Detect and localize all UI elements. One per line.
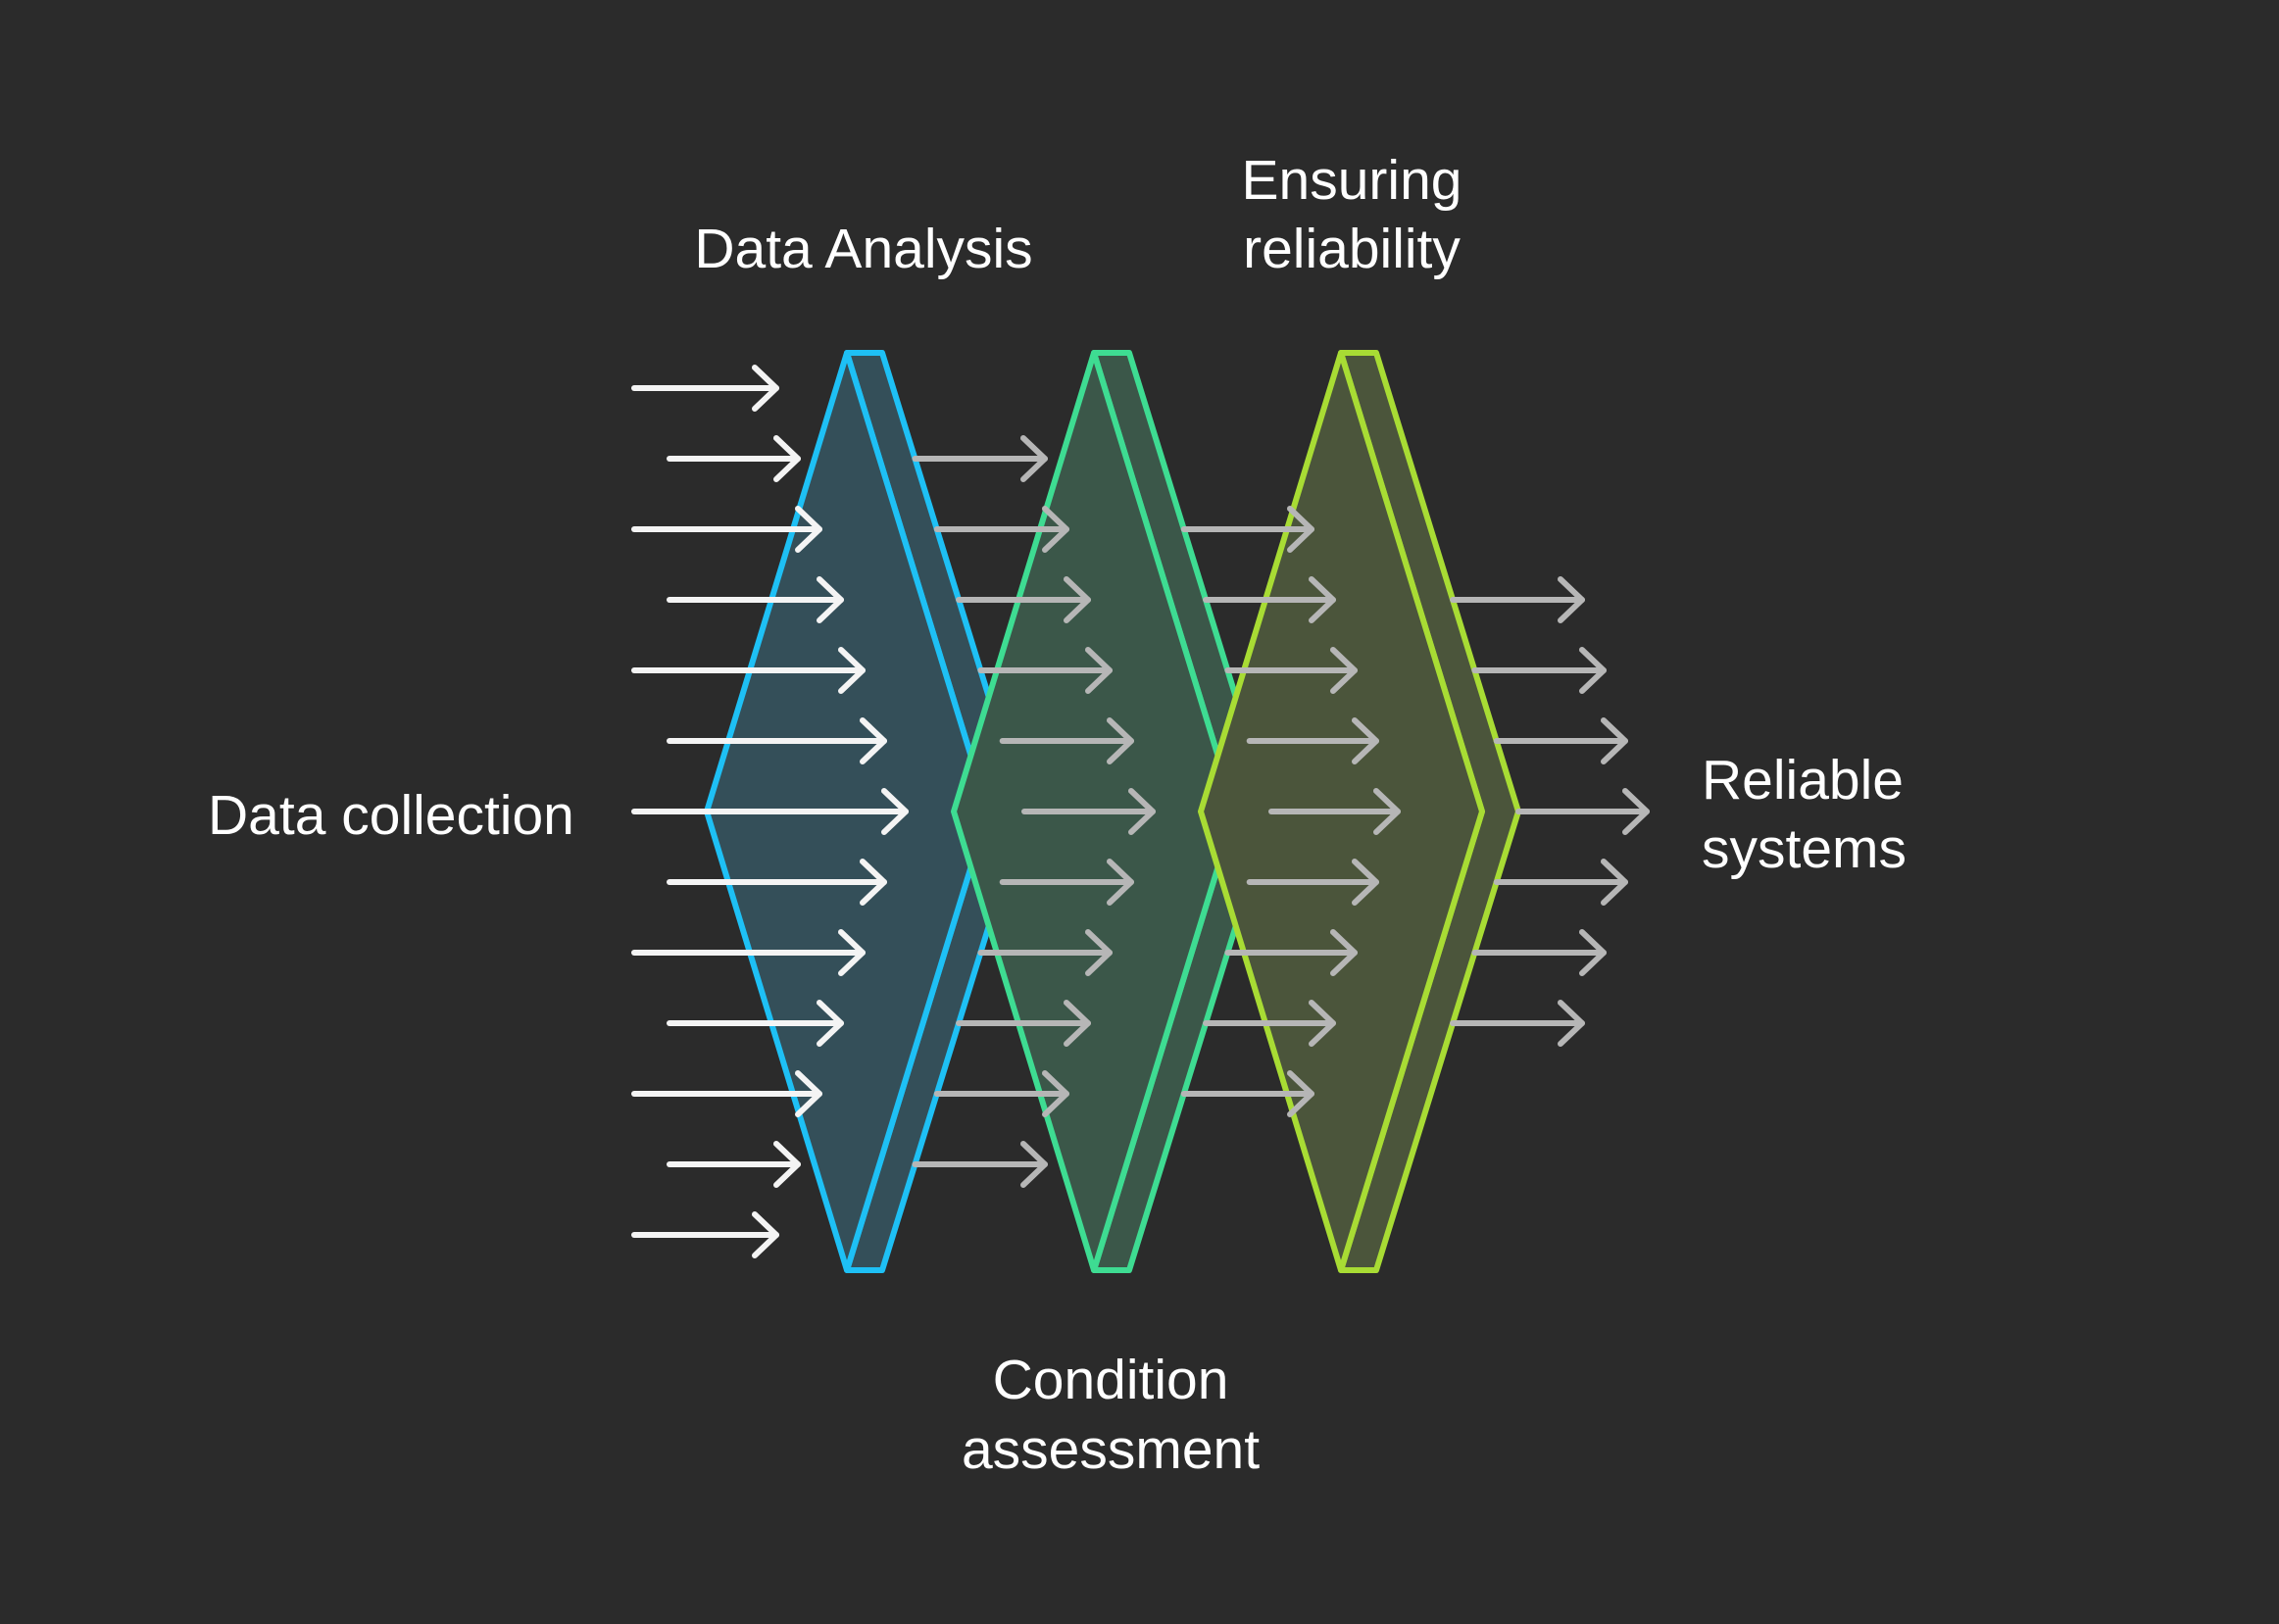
arrow-head <box>1558 576 1585 623</box>
flow-arrow-stage-1 <box>977 929 1113 976</box>
arrow-head <box>1064 576 1091 623</box>
arrow-head <box>1352 717 1379 764</box>
arrow-head <box>1330 647 1358 694</box>
label-reliable-systems-line1: Reliable <box>1702 749 1904 812</box>
flow-arrow-stage-3 <box>1471 929 1607 976</box>
arrow-head <box>1601 859 1628 906</box>
flow-arrow-stage-3 <box>1515 788 1650 835</box>
arrow-head <box>1064 1000 1091 1047</box>
input-arrow <box>631 1211 779 1258</box>
arrow-head <box>752 365 779 412</box>
arrow-head <box>1107 717 1134 764</box>
flow-arrow-stage-2 <box>1180 1070 1314 1117</box>
arrow-head <box>1020 1141 1048 1188</box>
flow-arrow-stage-2 <box>1268 788 1401 835</box>
arrow-head <box>752 1211 779 1258</box>
arrow-head <box>860 717 887 764</box>
arrow-head <box>860 859 887 906</box>
arrow-head <box>1579 929 1607 976</box>
flow-arrow-stage-1 <box>933 506 1069 553</box>
flow-arrow-stage-1 <box>956 576 1091 623</box>
arrow-head <box>1128 788 1156 835</box>
input-arrow <box>667 576 844 623</box>
arrow-head <box>838 647 866 694</box>
flow-arrow-stage-2 <box>1224 647 1358 694</box>
flow-arrow-stage-1 <box>912 435 1048 482</box>
arrow-head <box>1107 859 1134 906</box>
arrow-head <box>795 1070 822 1117</box>
input-arrow <box>631 1070 822 1117</box>
arrow-head <box>1601 717 1628 764</box>
flow-arrow-stage-3 <box>1493 859 1628 906</box>
flow-arrow-stage-1 <box>933 1070 1069 1117</box>
arrow-head <box>1042 1070 1069 1117</box>
input-arrow <box>631 647 866 694</box>
arrow-head <box>1352 859 1379 906</box>
arrow-head <box>1020 435 1048 482</box>
flow-arrow-stage-1 <box>999 859 1134 906</box>
arrow-head <box>881 788 909 835</box>
flow-arrow-stage-1 <box>1021 788 1156 835</box>
input-arrow <box>667 1000 844 1047</box>
input-arrow <box>631 788 909 835</box>
flow-arrow-stage-3 <box>1471 647 1607 694</box>
arrow-head <box>817 1000 844 1047</box>
label-condition-assessment-line2: assessment <box>962 1418 1260 1481</box>
arrow-head <box>773 435 801 482</box>
arrow-head <box>773 1141 801 1188</box>
input-arrow <box>667 435 801 482</box>
arrow-head <box>838 929 866 976</box>
arrow-head <box>1309 576 1336 623</box>
flow-arrows <box>631 365 1650 1258</box>
label-data-collection: Data collection <box>208 784 574 847</box>
arrow-head <box>1622 788 1650 835</box>
arrow-head <box>1558 1000 1585 1047</box>
label-condition-assessment-line1: Condition <box>993 1349 1229 1411</box>
label-ensuring-reliability-line2: reliability <box>1243 218 1461 280</box>
flow-arrow-stage-1 <box>956 1000 1091 1047</box>
arrow-head <box>1287 506 1314 553</box>
input-arrow <box>667 859 887 906</box>
label-data-analysis: Data Analysis <box>694 218 1032 280</box>
label-reliable-systems-line2: systems <box>1702 817 1907 880</box>
flow-arrow-stage-1 <box>999 717 1134 764</box>
arrow-head <box>1085 929 1113 976</box>
arrow-head <box>1042 506 1069 553</box>
flow-arrow-stage-3 <box>1450 576 1585 623</box>
arrow-head <box>795 506 822 553</box>
arrow-head <box>1373 788 1401 835</box>
flow-arrow-stage-1 <box>977 647 1113 694</box>
arrow-head <box>1579 647 1607 694</box>
flow-arrow-stage-2 <box>1224 929 1358 976</box>
label-ensuring-reliability-line1: Ensuring <box>1242 149 1462 212</box>
input-arrow <box>631 365 779 412</box>
arrow-head <box>1085 647 1113 694</box>
flow-arrow-stage-2 <box>1246 717 1379 764</box>
flow-arrow-stage-2 <box>1180 506 1314 553</box>
arrow-head <box>817 576 844 623</box>
input-arrow <box>631 506 822 553</box>
arrow-head <box>1309 1000 1336 1047</box>
input-arrow <box>667 717 887 764</box>
input-arrow <box>631 929 866 976</box>
flow-arrow-stage-3 <box>1493 717 1628 764</box>
flow-arrow-stage-2 <box>1203 1000 1336 1047</box>
flow-arrow-stage-1 <box>912 1141 1048 1188</box>
arrow-head <box>1287 1070 1314 1117</box>
flow-arrow-stage-2 <box>1203 576 1336 623</box>
arrow-head <box>1330 929 1358 976</box>
flow-arrow-stage-3 <box>1450 1000 1585 1047</box>
input-arrow <box>667 1141 801 1188</box>
flow-arrow-stage-2 <box>1246 859 1379 906</box>
